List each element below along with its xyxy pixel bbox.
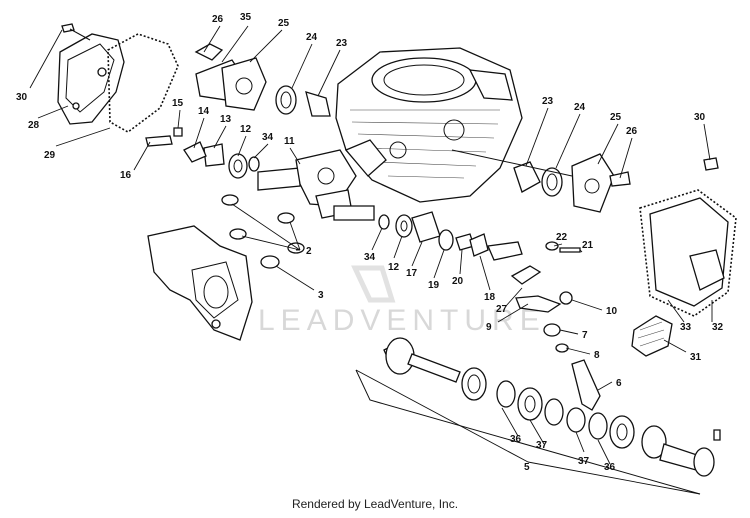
callout-34-left: 34 bbox=[262, 132, 274, 143]
part-31-damper bbox=[631, 315, 673, 357]
footer-credit: Rendered by LeadVenture, Inc. bbox=[291, 497, 459, 511]
callout-12-right: 12 bbox=[388, 262, 400, 273]
callout-14: 14 bbox=[198, 106, 210, 117]
bottom-shaft-assembly bbox=[355, 337, 721, 495]
callout-30-left: 30 bbox=[16, 92, 28, 103]
callout-30-right: 30 bbox=[694, 112, 706, 123]
callout-13: 13 bbox=[220, 114, 232, 125]
engine-cylinder-block bbox=[335, 47, 523, 203]
callout-5: 5 bbox=[524, 462, 530, 473]
callout-24-left: 24 bbox=[306, 32, 318, 43]
callout-2: 2 bbox=[306, 246, 312, 257]
callout-9: 9 bbox=[486, 322, 492, 333]
callout-16: 16 bbox=[120, 170, 132, 181]
callout-18: 18 bbox=[484, 292, 496, 303]
callout-19: 19 bbox=[428, 280, 440, 291]
callout-29: 29 bbox=[44, 150, 56, 161]
callout-34-right: 34 bbox=[364, 252, 376, 263]
callout-25-right: 25 bbox=[610, 112, 622, 123]
left-crank-bearings bbox=[145, 127, 260, 179]
left-lower-housing bbox=[147, 225, 253, 341]
callout-labels: 30 28 29 26 35 25 24 23 15 14 13 12 34 1… bbox=[16, 12, 724, 473]
callout-24-right: 24 bbox=[574, 102, 586, 113]
crankshaft bbox=[257, 149, 375, 221]
callout-25-left: 25 bbox=[278, 18, 290, 29]
callout-31: 31 bbox=[690, 352, 702, 363]
upper-left-intake-parts bbox=[194, 43, 331, 117]
callout-23-left: 23 bbox=[336, 38, 348, 49]
callout-17: 17 bbox=[406, 268, 418, 279]
left-cover bbox=[57, 23, 125, 125]
o-rings bbox=[221, 194, 305, 269]
right-crank-bearings bbox=[378, 211, 523, 261]
callout-21: 21 bbox=[582, 240, 594, 251]
callout-15: 15 bbox=[172, 98, 184, 109]
callout-8: 8 bbox=[594, 350, 600, 361]
callout-22: 22 bbox=[556, 232, 568, 243]
callout-28: 28 bbox=[28, 120, 40, 131]
left-gasket bbox=[107, 33, 179, 133]
callout-35: 35 bbox=[240, 12, 252, 23]
callout-26-left: 26 bbox=[212, 14, 224, 25]
callout-37-left: 37 bbox=[536, 440, 548, 451]
callout-11: 11 bbox=[284, 136, 295, 147]
watermark-logo-icon bbox=[351, 265, 396, 303]
callout-33: 33 bbox=[680, 322, 692, 333]
callout-7: 7 bbox=[582, 330, 588, 341]
callout-6: 6 bbox=[616, 378, 622, 389]
callout-37-right: 37 bbox=[578, 456, 590, 467]
callout-32: 32 bbox=[712, 322, 724, 333]
callout-36-right: 36 bbox=[604, 462, 616, 473]
callout-10: 10 bbox=[606, 306, 618, 317]
callout-36-left: 36 bbox=[510, 434, 522, 445]
watermark-text: LEADVENTURE bbox=[258, 304, 546, 337]
callout-27: 27 bbox=[496, 304, 508, 315]
leader-lines bbox=[29, 25, 713, 495]
callout-12-left: 12 bbox=[240, 124, 252, 135]
right-intake-parts bbox=[451, 149, 631, 213]
callout-23-right: 23 bbox=[542, 96, 554, 107]
callout-20: 20 bbox=[452, 276, 464, 287]
right-cover bbox=[639, 157, 737, 317]
callout-3: 3 bbox=[318, 290, 324, 301]
watermark: LEADVENTURE bbox=[258, 265, 546, 337]
callout-26-right: 26 bbox=[626, 126, 638, 137]
